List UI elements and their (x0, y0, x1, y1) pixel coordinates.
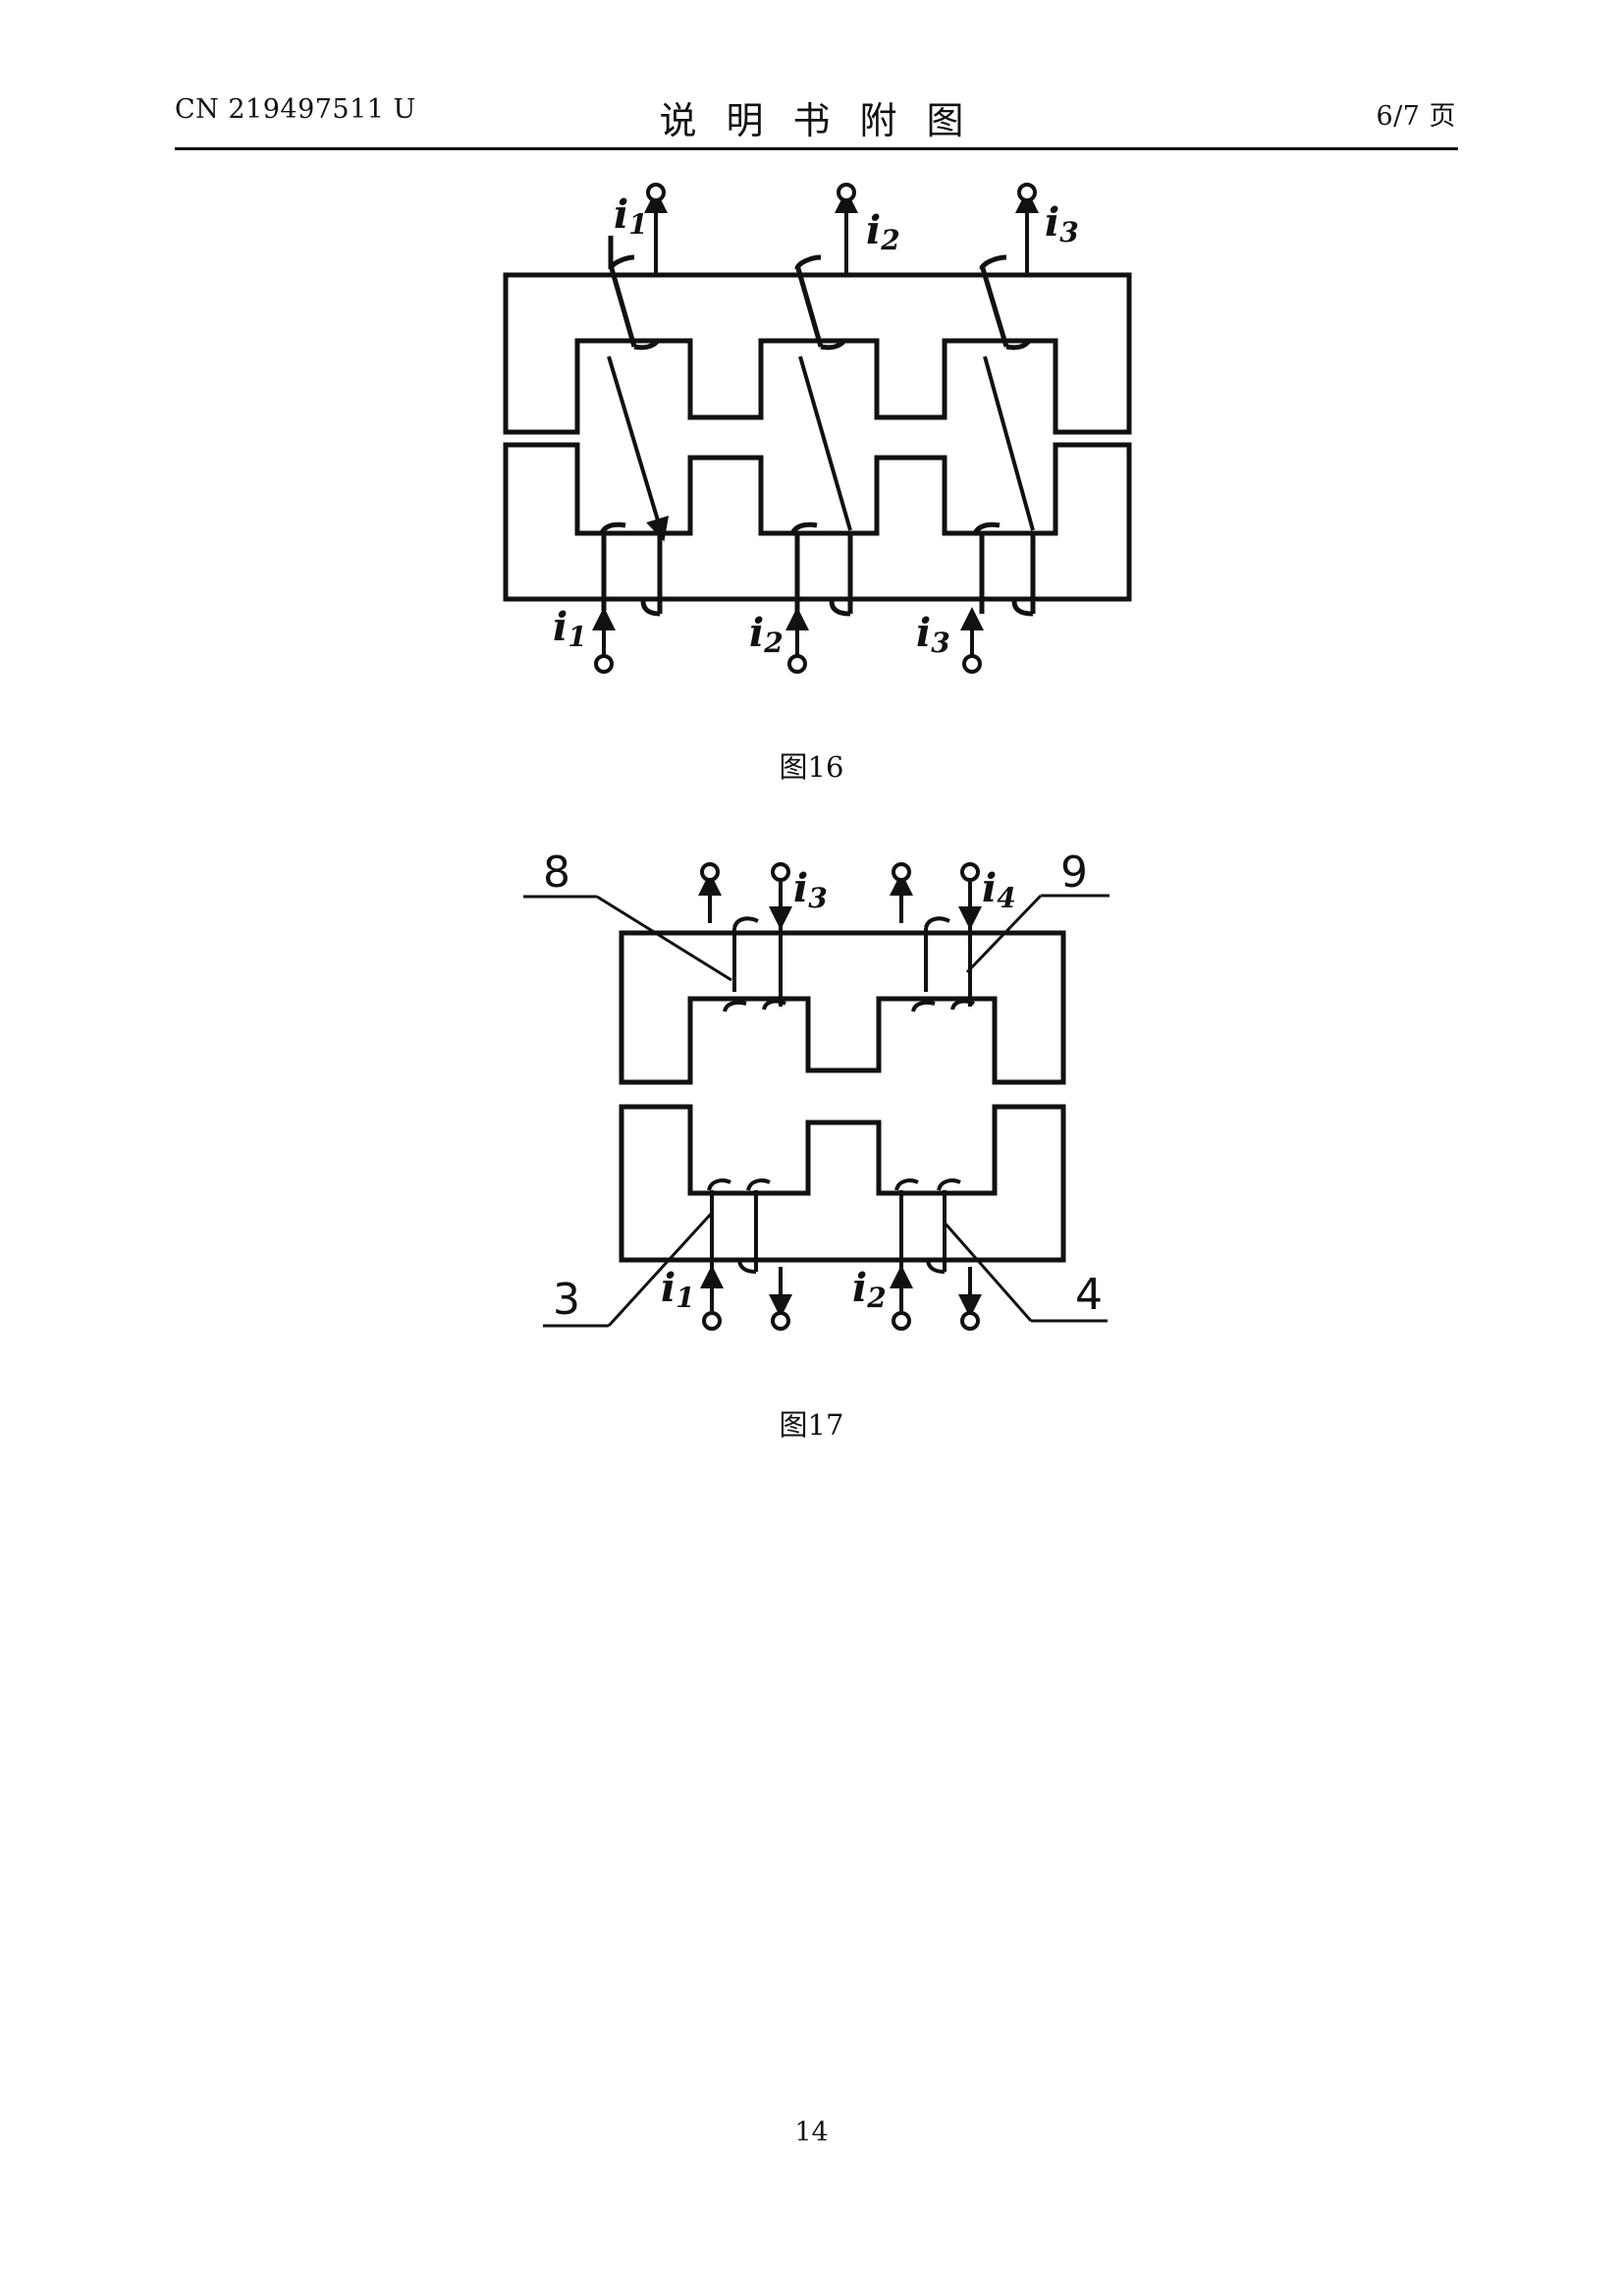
lower-core (503, 442, 1132, 602)
upper-core (503, 272, 1132, 435)
fig16-top-label-2: i2 (866, 207, 900, 256)
winding-1 (598, 236, 670, 617)
figure-17-diagram (523, 862, 1109, 1331)
fig17-bottom-terminals (700, 1265, 982, 1331)
fig17-bottom-label-i1: i1 (661, 1265, 695, 1314)
upper-core-17 (619, 930, 1066, 1085)
fig17-callout-leaders (523, 894, 1109, 1328)
figure-16-caption: 图16 (779, 750, 844, 784)
header-rule (175, 147, 1458, 150)
fig16-bottom-label-3: i3 (916, 610, 950, 659)
fig17-top-label-i4: i4 (982, 865, 1016, 914)
fig16-top-terminals (644, 183, 1039, 275)
callout-3: 3 (553, 1275, 580, 1325)
callout-8: 8 (543, 847, 570, 898)
fig17-top-terminals (698, 862, 982, 930)
fig17-top-label-i3: i3 (793, 865, 828, 914)
fig16-bottom-label-2: i2 (749, 610, 784, 659)
fig16-top-label-1: i1 (614, 191, 648, 241)
fig16-bottom-terminals (592, 607, 984, 674)
fig17-labels: i3 i4 i1 i2 8 9 3 4 (543, 847, 1103, 1325)
callout-4: 4 (1075, 1270, 1103, 1320)
winding-3 (971, 254, 1036, 617)
page-ratio: 6/7 页 (1376, 101, 1456, 132)
fig17-bottom-label-i2: i2 (852, 1265, 887, 1314)
figure-16-diagram (503, 183, 1132, 674)
figure-17-caption: 图17 (779, 1408, 844, 1442)
page-number: 14 (794, 2117, 829, 2148)
fig16-top-label-3: i3 (1045, 199, 1079, 248)
fig17-lower-windings (707, 1178, 961, 1277)
fig17-upper-windings (723, 916, 975, 1012)
winding-2 (788, 254, 853, 617)
patent-number: CN 219497511 U (175, 94, 416, 125)
section-title: 说明书附图 (659, 99, 994, 142)
fig16-labels: i1 i2 i3 i1 i2 i3 (553, 191, 1079, 659)
fig16-bottom-label-1: i1 (553, 604, 587, 653)
callout-9: 9 (1060, 847, 1088, 898)
lower-core-17 (619, 1104, 1066, 1263)
